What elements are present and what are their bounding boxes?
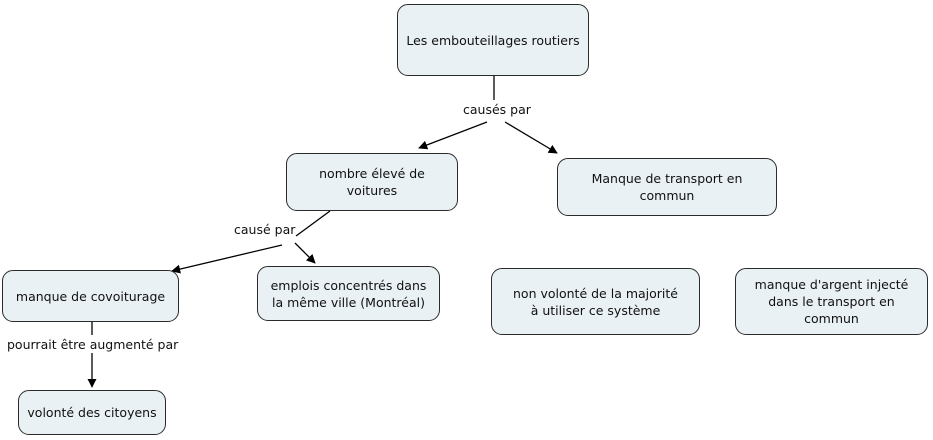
node-label: emplois concentrés dans la même ville (M… [270, 277, 427, 310]
node-label: volonté des citoyens [27, 405, 157, 420]
edge-root-to-transit [504, 121, 558, 154]
node-volonte-des-citoyens[interactable]: volonté des citoyens [18, 390, 166, 435]
node-emplois-concentres-meme-ville[interactable]: emplois concentrés dans la même ville (M… [257, 266, 440, 321]
node-non-volonte-de-la-majorite[interactable]: non volonté de la majorité à utiliser ce… [491, 268, 700, 335]
node-manque-de-covoiturage[interactable]: manque de covoiturage [2, 270, 179, 322]
node-manque-de-transport-en-commun[interactable]: Manque de transport en commun [557, 158, 777, 216]
node-label: Manque de transport en commun [591, 171, 743, 203]
node-label: manque d'argent injecté dans le transpor… [754, 277, 909, 326]
node-label: non volonté de la majorité à utiliser ce… [513, 285, 678, 318]
edge-label-causes-par: causés par [463, 102, 531, 117]
node-label: nombre élevé de voitures [319, 166, 425, 198]
node-label: Les embouteillages routiers [406, 32, 580, 48]
edge-root-to-cars [418, 121, 488, 150]
node-manque-d-argent-injecte[interactable]: manque d'argent injecté dans le transpor… [735, 268, 928, 335]
node-les-embouteillages-routiers[interactable]: Les embouteillages routiers [397, 4, 589, 76]
edge-cars-stem [295, 210, 331, 237]
node-label: manque de covoiturage [15, 288, 166, 304]
edge-cars-to-jobs [294, 242, 316, 264]
node-nombre-eleve-de-voitures[interactable]: nombre élevé de voitures [286, 153, 458, 211]
edge-label-pourrait-etre-augmente-par: pourrait être augmenté par [7, 337, 179, 352]
edge-label-cause-par: causé par [234, 222, 296, 237]
